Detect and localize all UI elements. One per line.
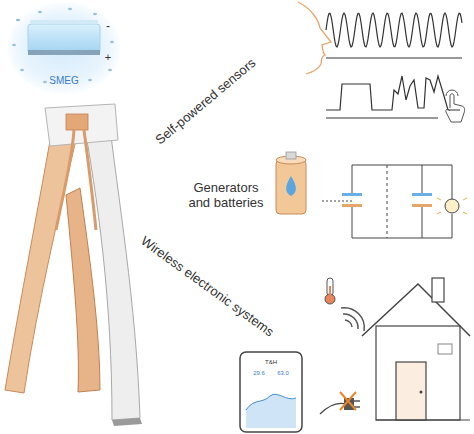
- inset-bubble: SMEG: [8, 2, 120, 94]
- phone-reading: 29.6: [253, 370, 265, 377]
- touch-icon: [446, 90, 465, 122]
- wifi-icon: [341, 308, 364, 331]
- phone-reading: 63.0: [277, 370, 289, 377]
- baseline: [326, 118, 438, 119]
- face-profile: [298, 2, 331, 74]
- capacitor-symbol: [342, 193, 432, 207]
- step-signal: [326, 76, 460, 110]
- thermometer-icon: [325, 278, 335, 304]
- circuit: [322, 165, 452, 238]
- category-label: Wireless electronic systems: [138, 234, 277, 340]
- smeg-inset: [6, 2, 122, 94]
- baseline: [326, 58, 462, 59]
- battery-icon: [276, 152, 306, 214]
- sine-signal: [326, 13, 462, 47]
- house: [362, 278, 470, 420]
- charge-sign: +: [105, 51, 111, 64]
- phone-text: T&H: [265, 359, 277, 366]
- flexible-strips: [5, 104, 142, 426]
- plug-icon: [320, 392, 360, 414]
- category-label: Generators and batteries: [183, 181, 269, 211]
- phone: [240, 352, 302, 432]
- category-label: Self-powered sensors: [153, 56, 259, 148]
- bulb-icon: [437, 198, 467, 214]
- charge-sign: -: [106, 20, 110, 34]
- node-label: SMEG: [49, 75, 78, 86]
